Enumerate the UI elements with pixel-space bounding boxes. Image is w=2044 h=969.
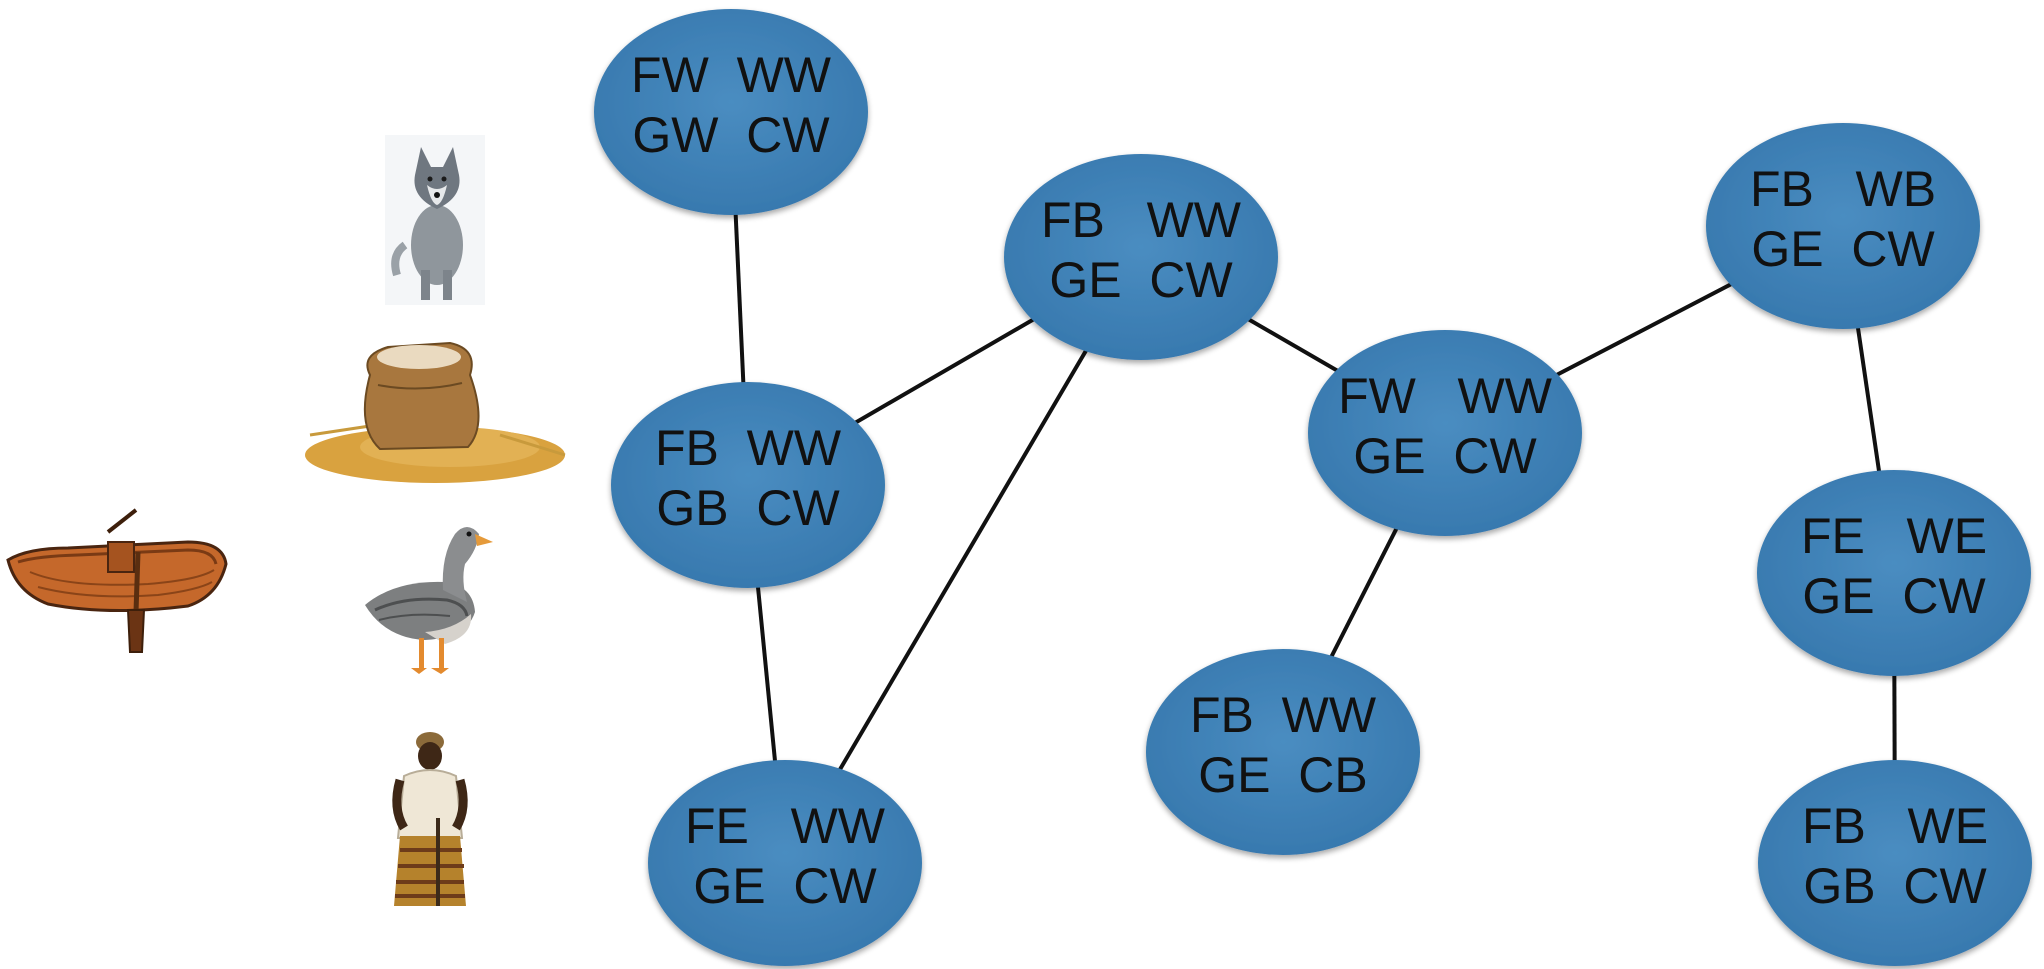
state-node-label-line: GB CW xyxy=(656,480,840,536)
state-node-label-line: FB WB xyxy=(1750,161,1936,217)
state-node-label-line: GE CW xyxy=(1353,428,1537,484)
state-node-label-line: GE CW xyxy=(1049,252,1233,308)
state-node-label-line: FE WE xyxy=(1801,508,1987,564)
state-node-ellipse xyxy=(1004,154,1278,360)
state-node-label-line: GE CW xyxy=(1751,221,1935,277)
state-node-label-line: GE CW xyxy=(693,858,877,914)
state-node-label-line: FW WW xyxy=(631,47,832,103)
state-node-label-line: GE CB xyxy=(1198,747,1367,803)
state-node-label-line: FB WW xyxy=(1190,687,1377,743)
state-node-ellipse xyxy=(648,760,922,966)
rowboat-icon xyxy=(6,508,228,653)
state-node-label-line: FB WW xyxy=(1041,192,1242,248)
state-node-label-line: GB CW xyxy=(1803,858,1987,914)
state-node-ellipse xyxy=(1757,470,2031,676)
state-node-ellipse xyxy=(1146,649,1420,855)
state-node-label-line: FB WE xyxy=(1802,798,1988,854)
state-node-ellipse xyxy=(1706,123,1980,329)
farmer-icon xyxy=(392,732,468,906)
state-node-label-line: GW CW xyxy=(632,107,830,163)
state-node-ellipse xyxy=(1308,330,1582,536)
grain-sack-icon xyxy=(305,341,566,483)
state-node-ellipse xyxy=(611,382,885,588)
edge-n4-n3 xyxy=(783,255,1143,865)
goose-icon xyxy=(365,527,493,674)
state-node-ellipse xyxy=(594,9,868,215)
state-node-label-line: GE CW xyxy=(1802,568,1986,624)
state-node-label-line: FB WW xyxy=(655,420,842,476)
state-node-label-line: FE WW xyxy=(685,798,886,854)
wolf-icon xyxy=(385,135,485,305)
state-node-label-line: FW WW xyxy=(1338,368,1553,424)
state-node-ellipse xyxy=(1758,760,2032,966)
